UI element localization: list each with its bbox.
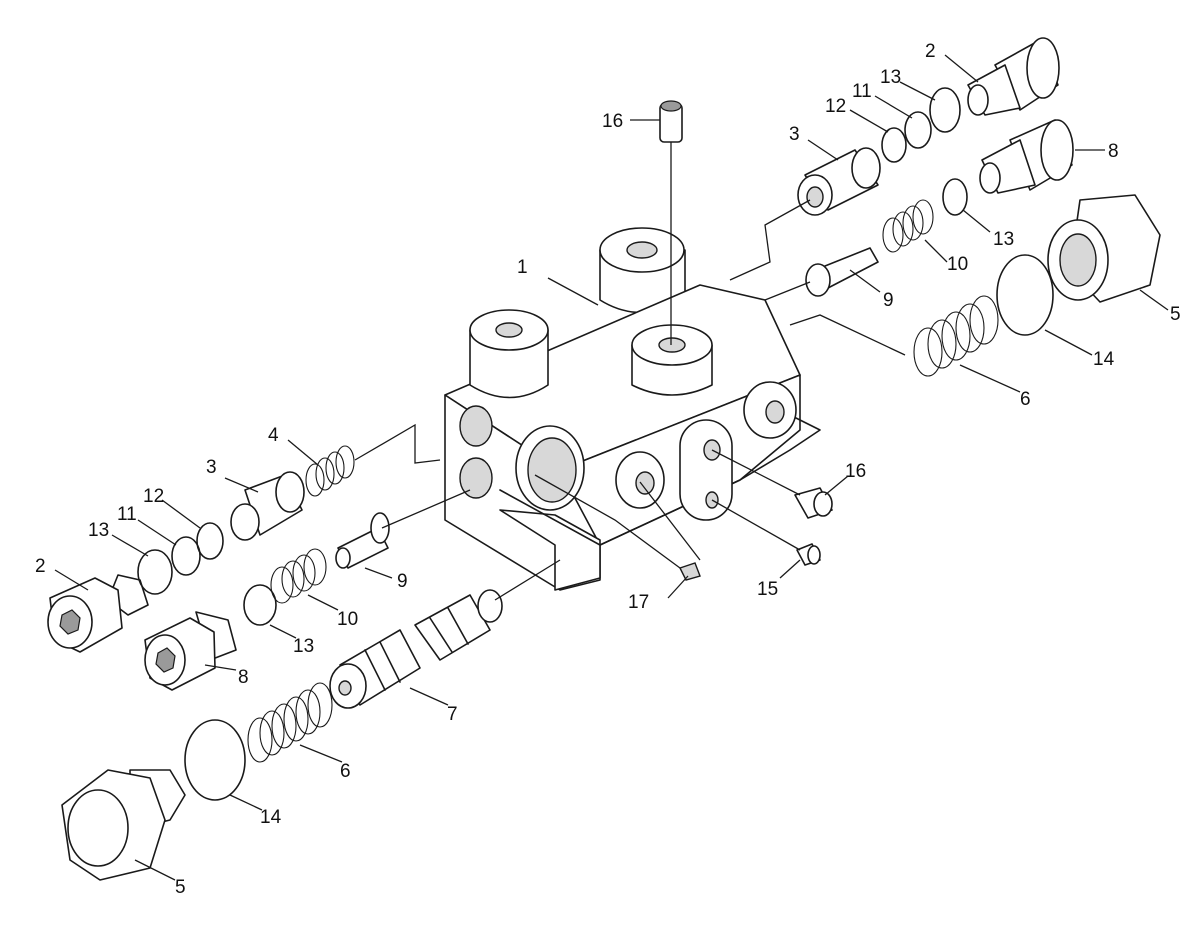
- callout-9-left: 9: [397, 571, 408, 592]
- callout-15: 15: [757, 579, 778, 600]
- callout-17: 17: [628, 592, 649, 613]
- plug-left-8: [144, 611, 237, 691]
- callout-11-right: 11: [852, 81, 872, 102]
- callout-3-right: 3: [789, 124, 800, 145]
- callout-9-right: 9: [883, 290, 894, 311]
- oring-left-11: [171, 536, 201, 576]
- callout-8-left: 8: [238, 667, 249, 688]
- callout-14-left: 14: [260, 807, 282, 828]
- callout-16-right: 16: [845, 461, 866, 482]
- spring-right-10: [882, 199, 934, 253]
- oring-right-13a: [929, 87, 961, 133]
- callout-10-right: 10: [947, 254, 968, 275]
- spring-right-6: [913, 295, 999, 377]
- plug-15: [796, 543, 821, 566]
- plug-right-8: [979, 119, 1074, 194]
- oring-left-13a: [137, 549, 173, 595]
- callout-4: 4: [268, 425, 279, 446]
- oring-left-14: [184, 719, 246, 801]
- callout-3-left: 3: [206, 457, 217, 478]
- callout-12-right: 12: [825, 96, 846, 117]
- spring-4: [305, 445, 355, 497]
- oring-right-11: [904, 111, 932, 149]
- poppet-right-9: [805, 247, 879, 297]
- callout-7: 7: [447, 704, 458, 725]
- plug-top-16: [659, 100, 683, 143]
- callout-13-left-a: 13: [88, 520, 109, 541]
- callout-10-left: 10: [337, 609, 358, 630]
- poppet-left-9: [335, 512, 390, 569]
- callout-13-right-a: 13: [880, 67, 901, 88]
- callout-leaders: [54, 54, 1169, 881]
- callout-1: 1: [517, 257, 528, 278]
- callout-8-right: 8: [1108, 141, 1119, 162]
- callout-2-right: 2: [925, 41, 936, 62]
- spring-left-6: [247, 682, 333, 763]
- oring-left-12: [196, 522, 224, 560]
- callout-16-top: 16: [602, 111, 623, 132]
- plug-left-2: [47, 574, 149, 653]
- assembly-lines: [354, 199, 906, 601]
- plug-right-16: [794, 487, 833, 519]
- piston-right-3: [797, 147, 881, 216]
- callout-13-right-b: 13: [993, 229, 1014, 250]
- callout-5-left: 5: [175, 877, 186, 898]
- nut-left-5: [61, 769, 186, 881]
- spring-left-10: [270, 548, 327, 604]
- spool-7: [329, 589, 503, 709]
- piston-left-3: [230, 471, 305, 541]
- oring-right-12: [881, 127, 907, 163]
- nut-right-5: [1047, 194, 1161, 303]
- callout-11-left: 11: [117, 504, 137, 525]
- callout-labels: 1 16 2 13 11 12 3 8 13 10 9 5 14 6 16 15…: [35, 41, 1181, 898]
- callout-14-right: 14: [1093, 349, 1115, 370]
- plug-right-2: [967, 37, 1060, 116]
- callout-2-left: 2: [35, 556, 46, 577]
- callout-12-left: 12: [143, 486, 164, 507]
- valve-body: [444, 227, 821, 591]
- callout-6-left: 6: [340, 761, 351, 782]
- oring-right-13b: [942, 178, 968, 216]
- callout-13-left-b: 13: [293, 636, 314, 657]
- oring-left-13b: [243, 584, 277, 626]
- callout-6-right: 6: [1020, 389, 1031, 410]
- callout-5-right: 5: [1170, 304, 1181, 325]
- plug-17: [679, 562, 701, 581]
- oring-right-14: [996, 254, 1054, 336]
